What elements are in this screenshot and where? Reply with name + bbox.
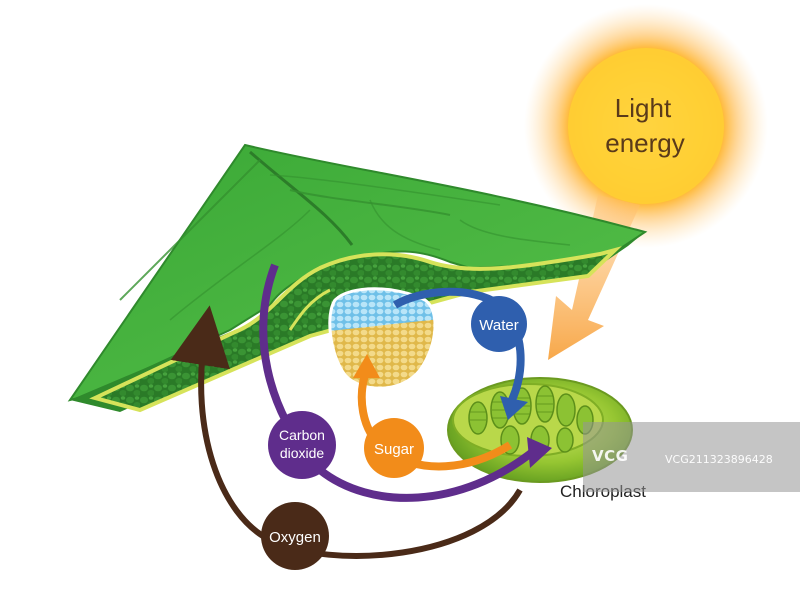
watermark-logo: VCG	[592, 447, 629, 465]
watermark-id: VCG211323896428	[665, 453, 773, 466]
water-arrowhead	[500, 396, 528, 420]
watermark-box	[583, 422, 800, 492]
water-badge: Water	[471, 296, 527, 352]
sun	[524, 4, 768, 248]
oxygen-badge: Oxygen	[261, 502, 329, 570]
sugar-label: Sugar	[374, 441, 414, 458]
oxygen-label: Oxygen	[269, 529, 321, 546]
carbon-dioxide-arrowhead	[527, 437, 552, 468]
carbon-dioxide-label-line2: dioxide	[280, 445, 325, 461]
light-energy-label-line2: energy	[605, 128, 685, 158]
sugar-badge: Sugar	[364, 418, 424, 478]
sugar-arrowhead	[353, 354, 380, 378]
light-energy-label-line1: Light	[615, 93, 672, 123]
leaf-cross-section	[89, 246, 622, 413]
carbon-dioxide-label-line1: Carbon	[279, 427, 325, 443]
water-label: Water	[479, 317, 518, 334]
carbon-dioxide-badge: Carbon dioxide	[268, 411, 336, 479]
